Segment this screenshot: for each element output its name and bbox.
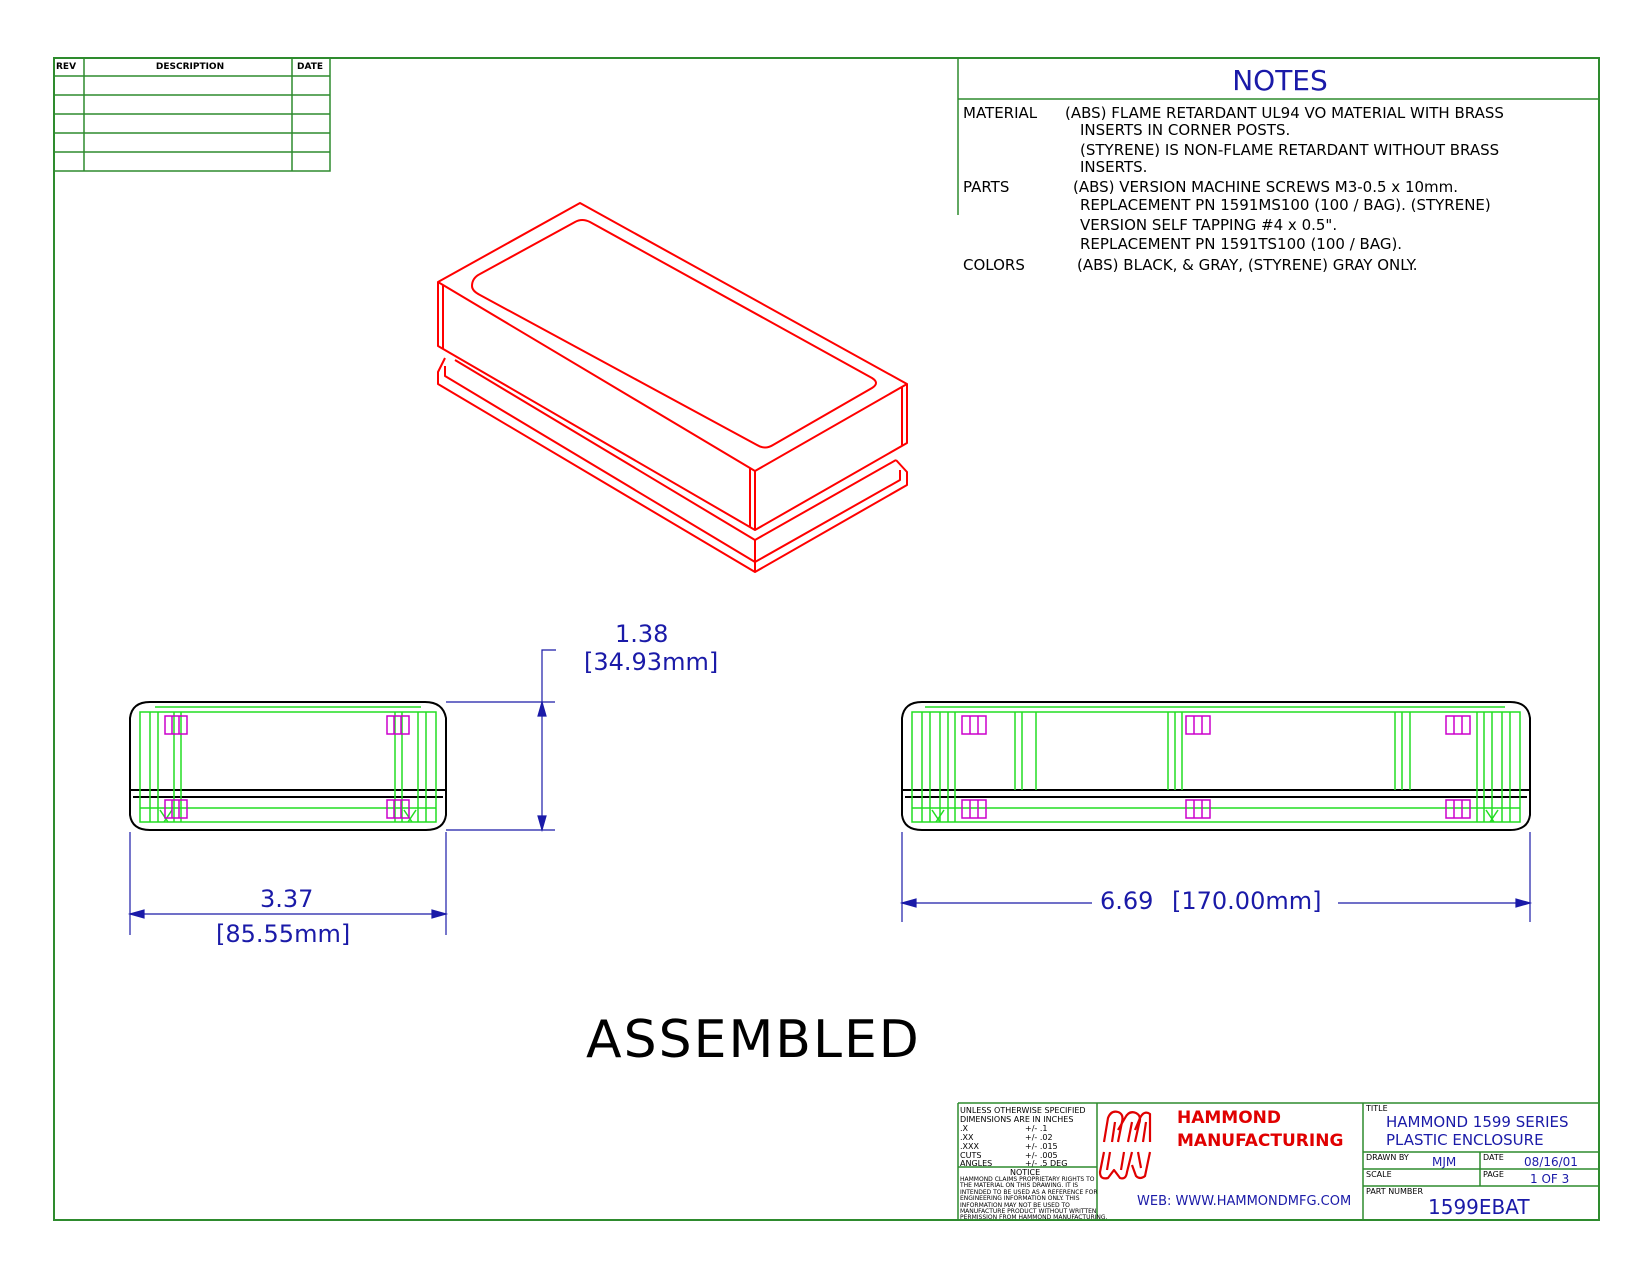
material-label: MATERIAL bbox=[963, 104, 1038, 122]
tolerance-header-1: UNLESS OTHERWISE SPECIFIED bbox=[960, 1106, 1086, 1115]
title-block-grid bbox=[957, 1102, 1599, 1220]
width-dimension-inches: 3.37 bbox=[260, 885, 314, 913]
company-name-line-1: HAMMOND bbox=[1177, 1108, 1282, 1128]
date-header: DATE bbox=[297, 62, 324, 72]
drawn-by-label: DRAWN BY bbox=[1366, 1153, 1409, 1162]
page-label: PAGE bbox=[1483, 1170, 1504, 1179]
page-value: 1 OF 3 bbox=[1530, 1172, 1570, 1186]
assembled-view-label: ASSEMBLED bbox=[586, 1010, 921, 1070]
description-header: DESCRIPTION bbox=[155, 62, 225, 72]
revision-table-grid bbox=[53, 57, 331, 172]
drawn-by-value: MJM bbox=[1432, 1155, 1457, 1169]
drawing-border bbox=[53, 57, 1600, 1221]
notice-text: HAMMOND CLAIMS PROPRIETARY RIGHTS TO THE… bbox=[960, 1176, 1108, 1222]
height-dimension-inches: 1.38 bbox=[615, 620, 669, 648]
notice-line: INFORMATION MAY NOT BE USED TO bbox=[960, 1201, 1070, 1209]
tolerance-label-xxx: .XXX bbox=[960, 1142, 979, 1151]
dimension-lines bbox=[127, 649, 1533, 935]
notice-line: PERMISSION FROM HAMMOND MANUFACTURING. bbox=[960, 1214, 1108, 1222]
notes-title: NOTES bbox=[1232, 64, 1328, 97]
notice-line: THE MATERIAL ON THIS DRAWING. IT IS bbox=[960, 1182, 1079, 1190]
tolerance-label-xx: .XX bbox=[960, 1133, 974, 1142]
notice-line: INTENDED TO BE USED AS A REFERENCE FOR bbox=[960, 1188, 1098, 1196]
title-label: TITLE bbox=[1366, 1104, 1388, 1113]
width-dimension-mm: [85.55mm] bbox=[216, 920, 351, 948]
front-view bbox=[129, 701, 447, 831]
date-label: DATE bbox=[1483, 1153, 1504, 1162]
length-dimension-mm: [170.00mm] bbox=[1172, 887, 1322, 915]
part-number-label: PART NUMBER bbox=[1366, 1187, 1424, 1196]
parts-line-2: REPLACEMENT PN 1591MS100 (100 / BAG). (S… bbox=[1080, 196, 1491, 214]
tolerance-value-xx: +/- .02 bbox=[1025, 1133, 1053, 1142]
company-name-line-2: MANUFACTURING bbox=[1177, 1131, 1344, 1151]
tolerance-label-x: .X bbox=[960, 1124, 969, 1133]
tolerance-value-x: +/- .1 bbox=[1025, 1124, 1048, 1133]
notice-line: ENGINEERING INFORMATION ONLY. THIS bbox=[960, 1195, 1080, 1203]
parts-line-1: (ABS) VERSION MACHINE SCREWS M3-0.5 x 10… bbox=[1073, 178, 1459, 196]
rev-header: REV bbox=[56, 62, 77, 72]
colors-line: (ABS) BLACK, & GRAY, (STYRENE) GRAY ONLY… bbox=[1077, 256, 1418, 274]
date-value: 08/16/01 bbox=[1524, 1155, 1578, 1169]
parts-line-3: VERSION SELF TAPPING #4 x 0.5". bbox=[1080, 216, 1338, 234]
part-number-value: 1599EBAT bbox=[1428, 1195, 1530, 1219]
colors-label: COLORS bbox=[963, 256, 1025, 274]
length-dimension-inches: 6.69 bbox=[1100, 887, 1154, 915]
tolerance-value-xxx: +/- .015 bbox=[1025, 1142, 1058, 1151]
notice-label: NOTICE bbox=[1010, 1168, 1041, 1177]
company-website: WEB: WWW.HAMMONDMFG.COM bbox=[1137, 1194, 1352, 1209]
hammond-logo-mark bbox=[1098, 1110, 1152, 1180]
notes-box-lines bbox=[957, 58, 1599, 215]
tolerance-label-angles: ANGLES bbox=[960, 1159, 993, 1168]
parts-label: PARTS bbox=[963, 178, 1010, 196]
material-line-2: INSERTS IN CORNER POSTS. bbox=[1080, 121, 1291, 139]
isometric-enclosure bbox=[437, 202, 908, 573]
tolerance-value-angles: +/- .5 DEG bbox=[1025, 1159, 1068, 1168]
tolerance-value-cuts: +/- .005 bbox=[1025, 1151, 1058, 1160]
parts-line-4: REPLACEMENT PN 1591TS100 (100 / BAG). bbox=[1080, 235, 1403, 253]
side-view bbox=[901, 701, 1531, 831]
material-line-3: (STYRENE) IS NON-FLAME RETARDANT WITHOUT… bbox=[1080, 141, 1500, 159]
drawing-title-line-2: PLASTIC ENCLOSURE bbox=[1386, 1131, 1544, 1149]
drawing-title-line-1: HAMMOND 1599 SERIES bbox=[1386, 1113, 1569, 1131]
height-dimension-mm: [34.93mm] bbox=[584, 648, 719, 676]
material-line-4: INSERTS. bbox=[1080, 158, 1148, 176]
notice-line: MANUFACTURE PRODUCT WITHOUT WRITTEN bbox=[960, 1208, 1097, 1216]
material-line-1: (ABS) FLAME RETARDANT UL94 VO MATERIAL W… bbox=[1065, 104, 1504, 122]
scale-label: SCALE bbox=[1366, 1170, 1392, 1179]
tolerance-label-cuts: CUTS bbox=[960, 1151, 982, 1160]
tolerance-header-2: DIMENSIONS ARE IN INCHES bbox=[960, 1115, 1074, 1124]
notice-line: HAMMOND CLAIMS PROPRIETARY RIGHTS TO bbox=[960, 1176, 1095, 1183]
